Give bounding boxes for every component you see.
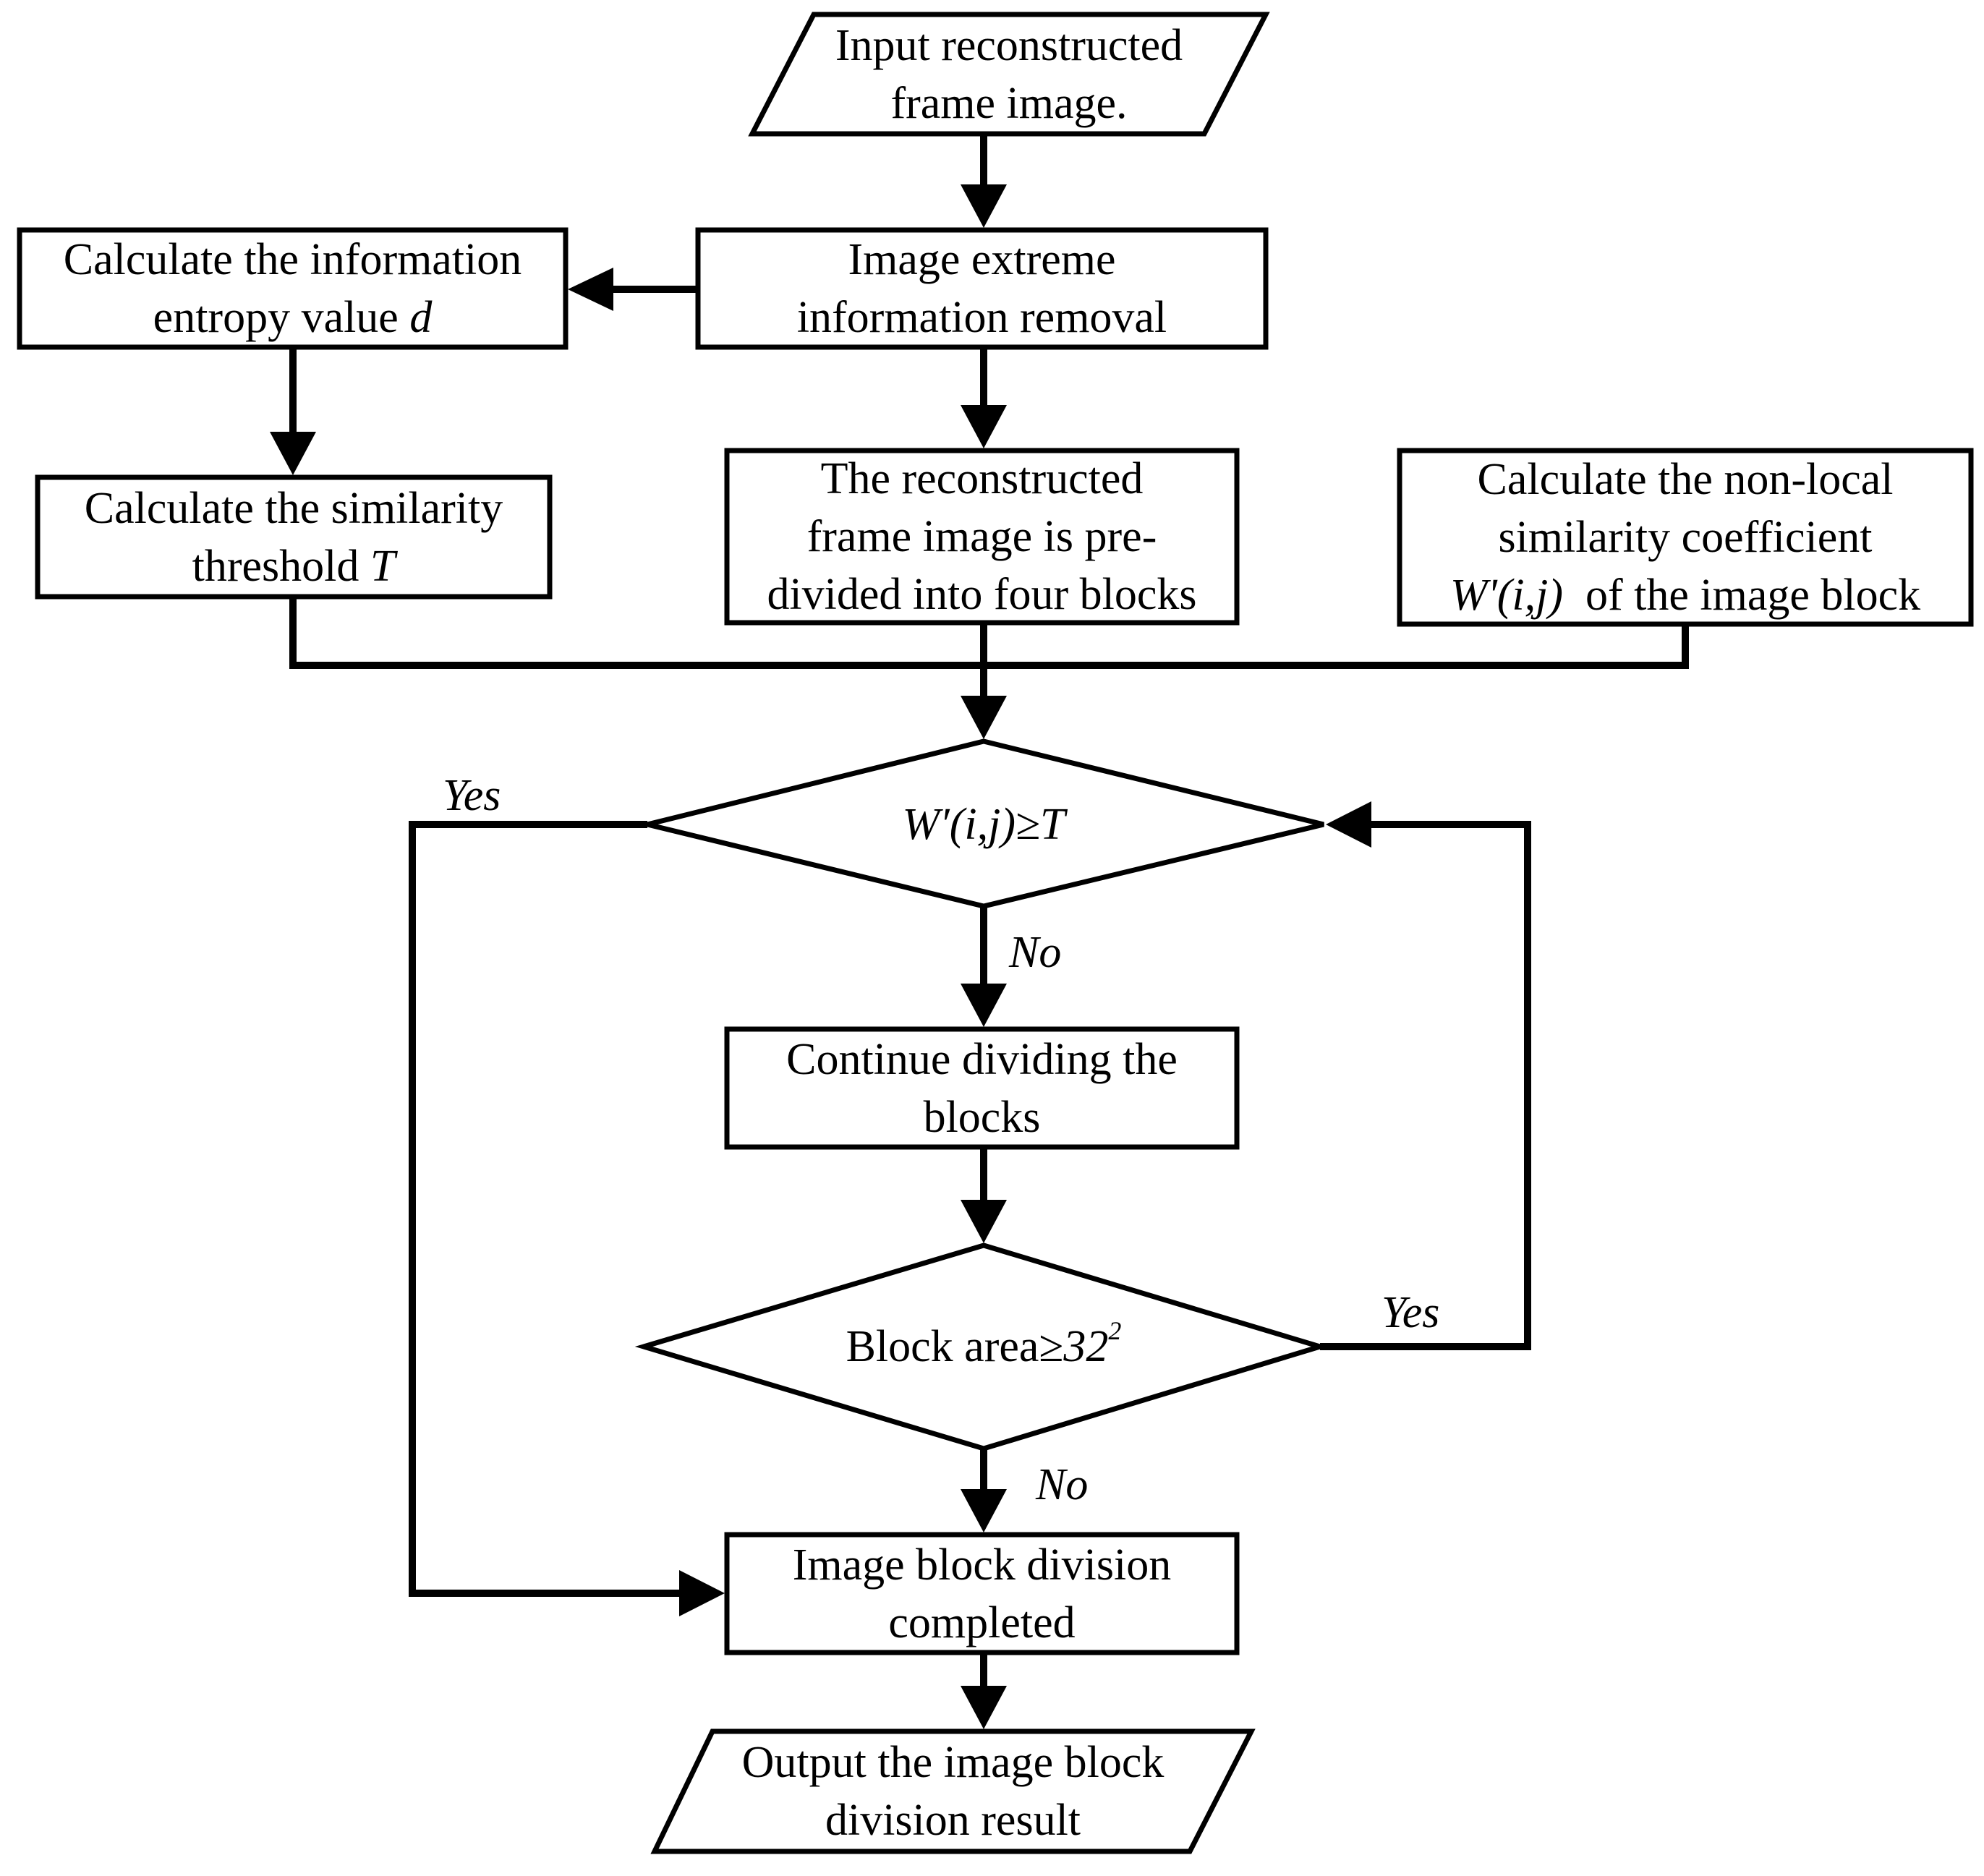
connector-decision2-no	[961, 1449, 1007, 1532]
decision-similarity-label: W′(i,j)≥T	[902, 800, 1065, 849]
connector-removal-to-entropy	[568, 268, 698, 311]
decision-area-text: Block area≥322	[803, 1318, 1165, 1376]
nonlocal-box	[1397, 448, 1974, 627]
predivide-box	[724, 448, 1240, 626]
entropy-line2: entropy value d	[153, 289, 433, 346]
connector-input-to-removal	[961, 134, 1007, 228]
threshold-box	[35, 474, 553, 600]
output-line1: Output the image block	[741, 1738, 1165, 1787]
removal-box	[695, 227, 1269, 350]
predivide-line1: The reconstructed	[820, 454, 1144, 503]
entropy-line1: Calculate the information	[63, 235, 522, 284]
input-line2: frame image.	[890, 78, 1128, 128]
input-parallelogram	[748, 12, 1270, 137]
entropy-line2-text: entropy value	[153, 293, 410, 342]
continue-node-text: Continue dividing the blocks	[727, 1029, 1237, 1147]
decision-area-exponent: 2	[1108, 1316, 1122, 1345]
decision-area-label: Block area≥322	[846, 1318, 1122, 1376]
decision-similarity-text: W′(i,j)≥T	[832, 796, 1136, 853]
output-line2: division result	[825, 1796, 1081, 1845]
decision1-no-label: No	[1009, 928, 1062, 977]
connector-removal-to-predivide	[961, 347, 1007, 448]
entropy-node-text: Calculate the information entropy value …	[20, 230, 566, 347]
nonlocal-line2: similarity coefficient	[1498, 513, 1873, 562]
nonlocal-variable-w: W'(i,j)	[1449, 571, 1564, 620]
threshold-node-text: Calculate the similarity threshold T	[38, 477, 550, 597]
decision2-yes-label: Yes	[1381, 1288, 1440, 1337]
continue-line1: Continue dividing the	[786, 1034, 1178, 1084]
decision-area-value: 32	[1063, 1322, 1109, 1371]
predivide-line3: divided into four blocks	[767, 570, 1197, 619]
connector-decision1-yes	[409, 821, 725, 1616]
continue-line2: blocks	[923, 1092, 1041, 1142]
decision2-no-label: No	[1036, 1460, 1089, 1509]
output-node-text: Output the image block division result	[655, 1731, 1251, 1851]
removal-line1: Image extreme	[848, 235, 1116, 284]
threshold-variable-t: T	[370, 541, 396, 591]
removal-node-text: Image extreme information removal	[698, 230, 1266, 347]
connector-decision1-no	[961, 906, 1007, 1027]
nonlocal-line3-text: of the image block	[1563, 571, 1921, 620]
connector-completed-to-output	[961, 1653, 1007, 1729]
removal-line2: information removal	[796, 293, 1167, 342]
threshold-line2-text: threshold	[192, 541, 370, 591]
decision1-yes-label: Yes	[443, 771, 501, 820]
nonlocal-line3: W'(i,j) of the image block	[1450, 566, 1920, 624]
connector-merge-to-decision1	[289, 597, 1689, 739]
predivide-line2: frame image is pre-	[806, 512, 1157, 561]
connector-continue-to-decision2	[961, 1147, 1007, 1243]
nonlocal-node-text: Calculate the non-local similarity coeff…	[1400, 451, 1971, 624]
predivide-node-text: The reconstructed frame image is pre- di…	[727, 451, 1237, 623]
threshold-line1: Calculate the similarity	[84, 483, 503, 533]
input-node-text: Input reconstructed frame image.	[752, 14, 1266, 134]
completed-box	[724, 1532, 1240, 1655]
nonlocal-line1: Calculate the non-local	[1477, 455, 1894, 504]
completed-node-text: Image block division completed	[727, 1535, 1237, 1653]
entropy-variable-d: d	[409, 293, 433, 342]
completed-line2: completed	[888, 1598, 1076, 1647]
decision-area-label-text: Block area≥	[846, 1322, 1064, 1371]
connector-entropy-to-threshold	[270, 347, 316, 475]
input-line1: Input reconstructed	[835, 20, 1183, 70]
output-parallelogram	[650, 1728, 1256, 1854]
threshold-line2: threshold T	[192, 537, 396, 595]
connector-decision2-yes-loop	[1320, 801, 1531, 1350]
completed-line1: Image block division	[792, 1540, 1172, 1590]
